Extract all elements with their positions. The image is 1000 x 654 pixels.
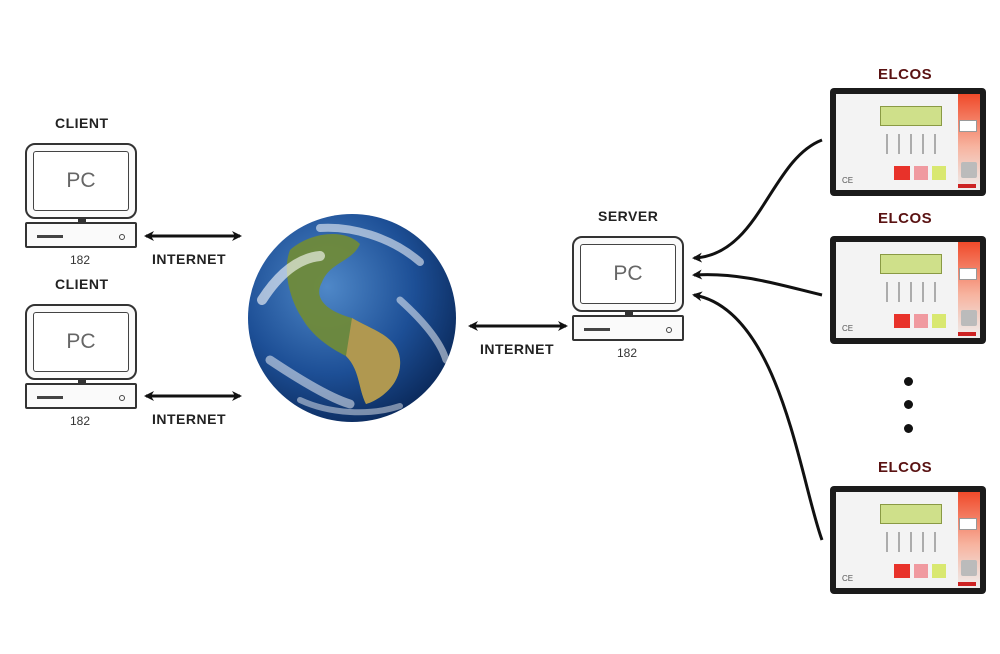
controller-panel-icon: CE bbox=[830, 486, 986, 594]
pc-screen-label: PC bbox=[580, 244, 676, 304]
device3-link bbox=[692, 291, 824, 541]
pc-base bbox=[25, 383, 137, 409]
desktop-computer-icon: PC bbox=[572, 236, 684, 312]
client-2-title: CLIENT bbox=[55, 276, 109, 292]
controller-panel-icon: CE bbox=[830, 88, 986, 196]
client-2-internet-label: INTERNET bbox=[152, 411, 226, 427]
client-1-number: 182 bbox=[70, 253, 91, 267]
device2-link bbox=[692, 269, 823, 297]
device-2-title: ELCOS bbox=[878, 210, 933, 227]
server-number: 182 bbox=[617, 346, 638, 360]
desktop-computer-icon: PC bbox=[25, 143, 137, 219]
client-1-title: CLIENT bbox=[55, 115, 109, 131]
pc-base bbox=[25, 222, 137, 248]
earth-globe-icon bbox=[248, 214, 456, 422]
server-title: SERVER bbox=[598, 208, 659, 224]
client-2-number: 182 bbox=[70, 414, 91, 428]
client-1-internet-label: INTERNET bbox=[152, 251, 226, 267]
device1-link bbox=[692, 138, 823, 263]
device-3-title: ELCOS bbox=[878, 459, 933, 476]
device-1-title: ELCOS bbox=[878, 66, 933, 83]
pc-screen-label: PC bbox=[33, 312, 129, 372]
controller-panel-icon: CE bbox=[830, 236, 986, 344]
pc-screen-label: PC bbox=[33, 151, 129, 211]
desktop-computer-icon: PC bbox=[25, 304, 137, 380]
pc-base bbox=[572, 315, 684, 341]
server-internet-label: INTERNET bbox=[480, 341, 554, 357]
